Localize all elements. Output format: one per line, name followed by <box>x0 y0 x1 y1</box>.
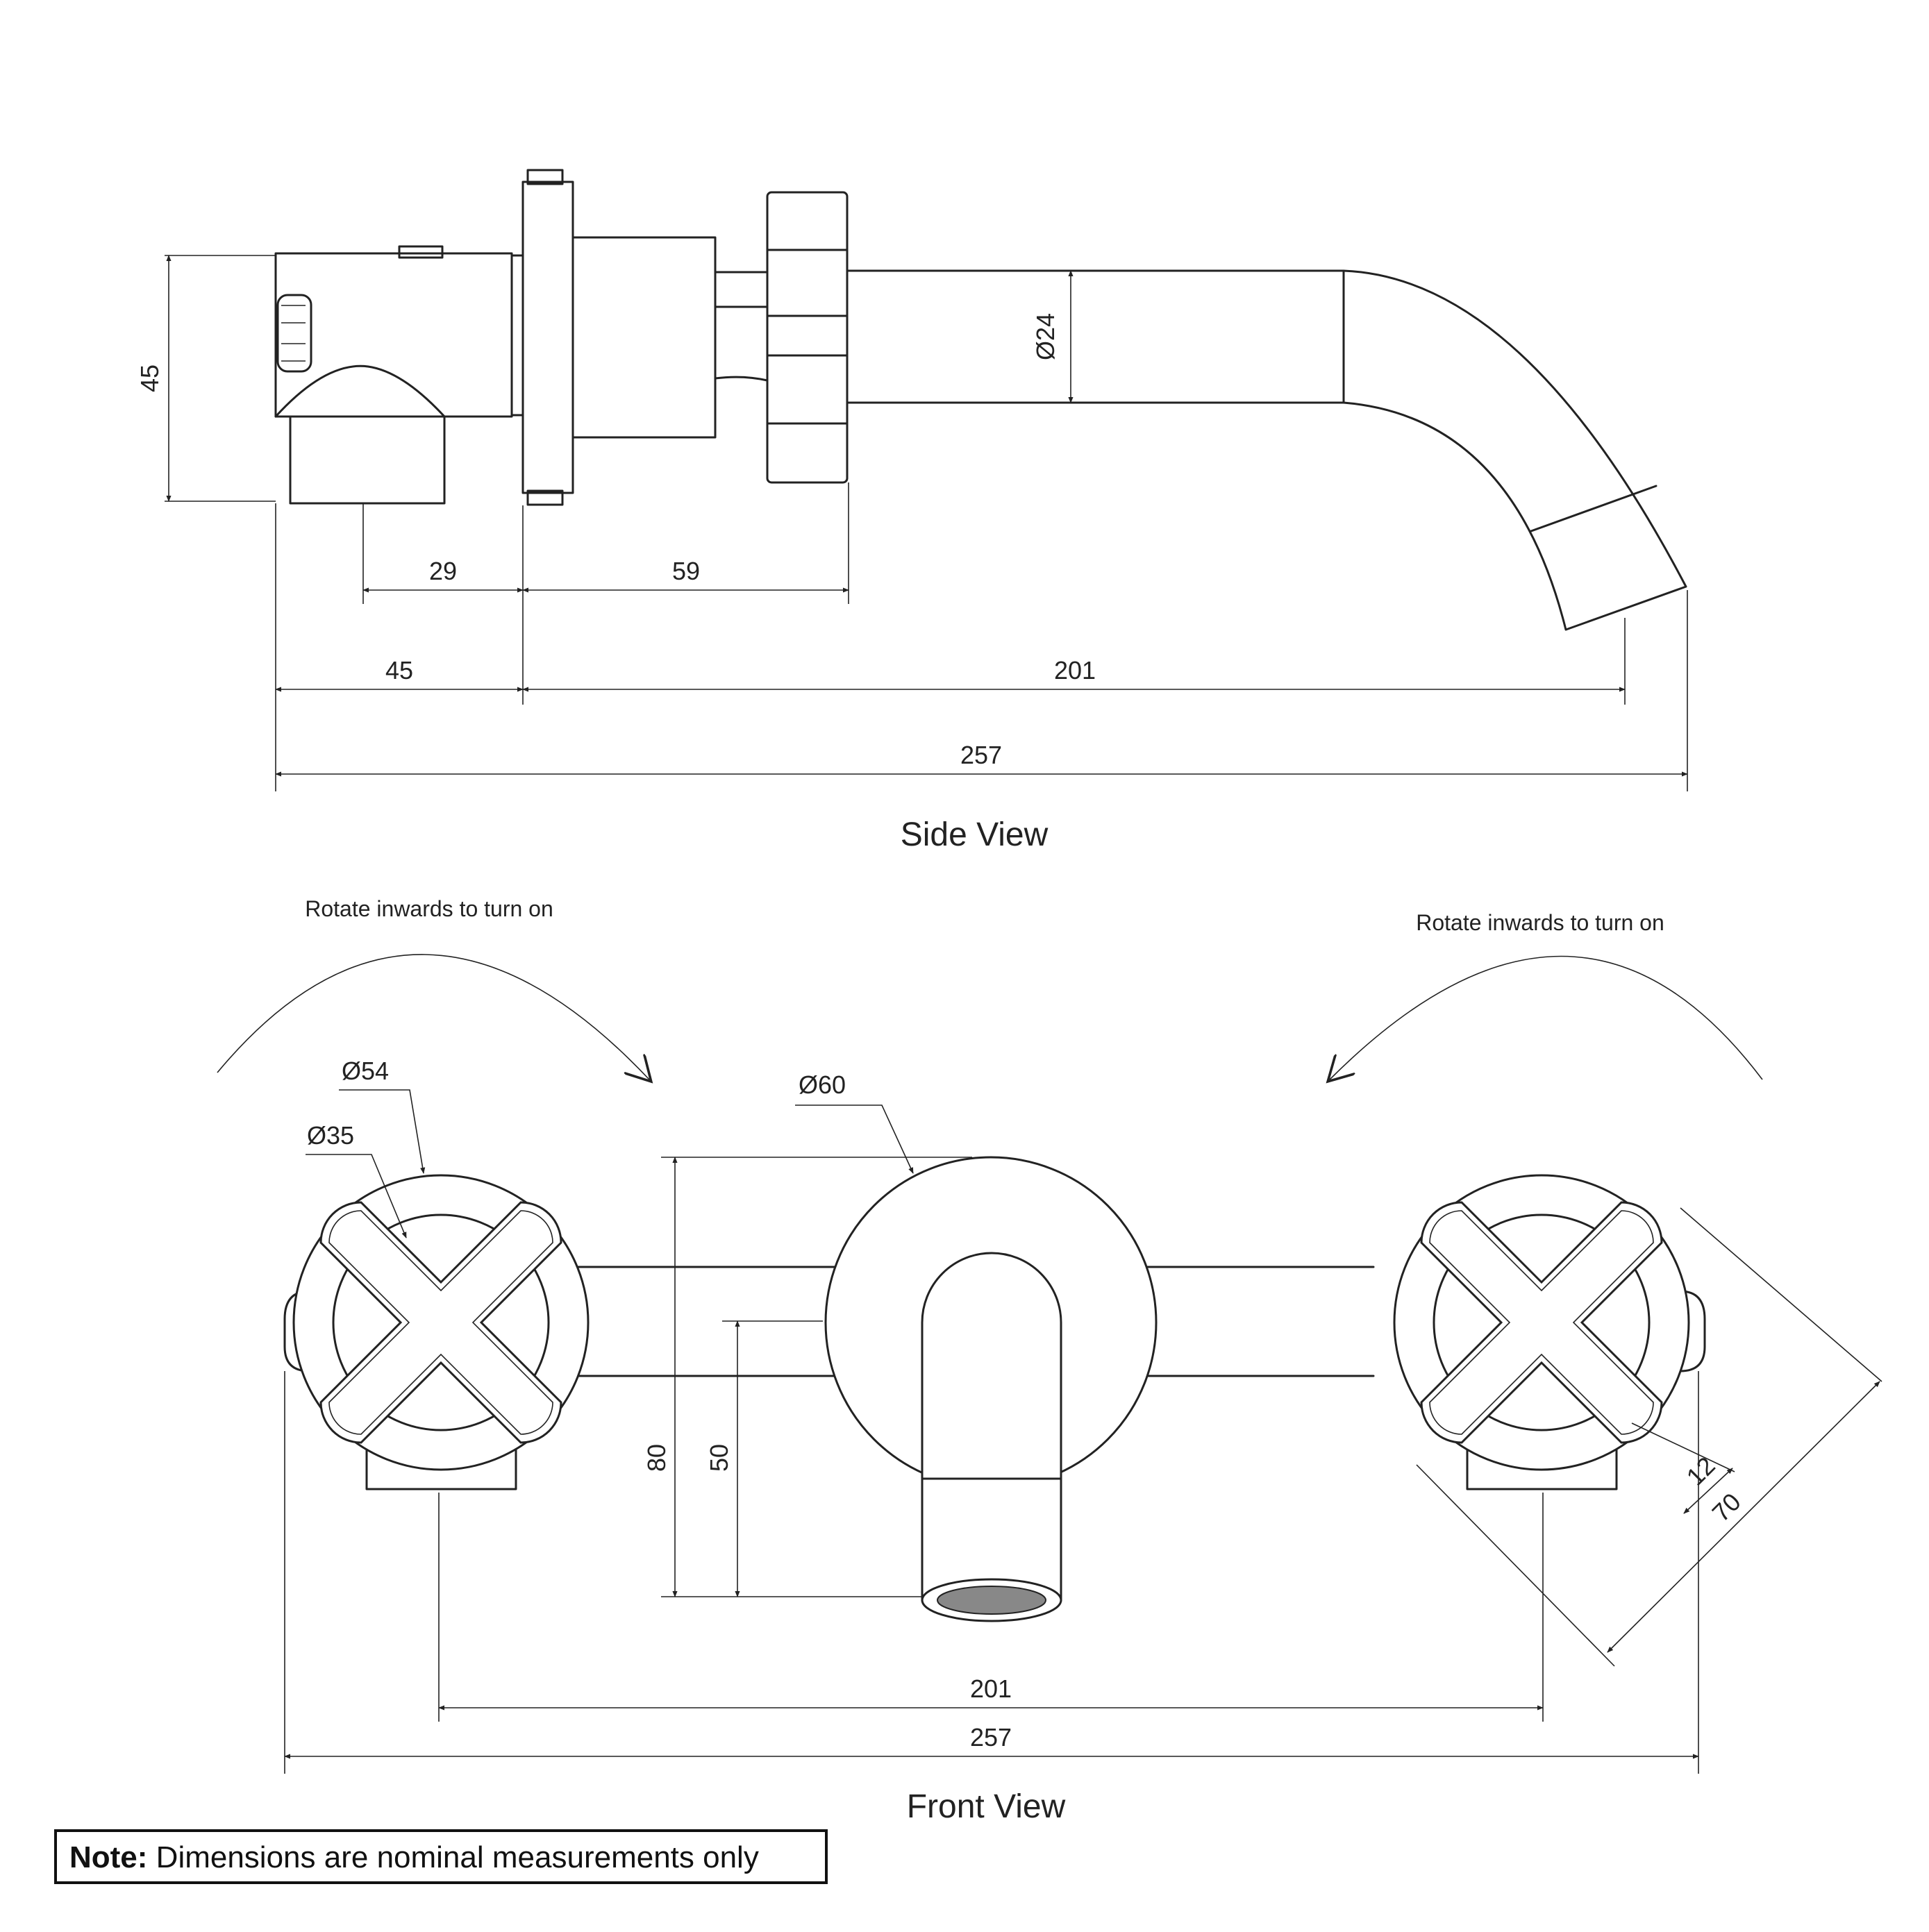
dim-side-height: 45 <box>135 364 164 392</box>
svg-text:Note: Dimensions are nominal m: Note: Dimensions are nominal measurement… <box>69 1840 759 1874</box>
dim-hub-dia: Ø35 <box>307 1121 354 1150</box>
side-view-title: Side View <box>901 816 1049 853</box>
dim-handle-dia: Ø54 <box>342 1057 389 1085</box>
note-text: Dimensions are nominal measurements only <box>147 1840 758 1874</box>
front-view: Rotate inwards to turn on Rotate inwards… <box>217 896 1882 1825</box>
body-lower <box>274 364 446 505</box>
body-tab <box>398 245 444 259</box>
wall-flange <box>521 180 574 494</box>
dim-plate-dia: Ø60 <box>799 1070 846 1099</box>
rotate-arrow-left <box>217 954 649 1080</box>
spout <box>846 269 1687 631</box>
spout-sleeve <box>571 236 717 439</box>
dim-arm-span: 70 <box>1707 1488 1746 1527</box>
aerator <box>937 1586 1046 1615</box>
dim-front-50: 50 <box>705 1444 733 1472</box>
side-button <box>276 294 312 373</box>
note-box: Note: Dimensions are nominal measurement… <box>54 1829 828 1884</box>
dim-side-total: 257 <box>960 741 1002 769</box>
front-view-title: Front View <box>907 1788 1066 1825</box>
handle-right <box>1393 1174 1690 1471</box>
rotate-hint-left: Rotate inwards to turn on <box>305 896 553 921</box>
dim-front-total: 257 <box>970 1723 1012 1752</box>
dim-centers: 201 <box>970 1674 1012 1703</box>
handle-left <box>292 1174 590 1471</box>
front-spout <box>921 1252 1062 1479</box>
dim-spout-diameter: Ø24 <box>1031 313 1060 360</box>
dim-wall: 45 <box>385 656 413 684</box>
dim-body: 29 <box>429 557 457 585</box>
dim-spacing: 59 <box>672 557 700 585</box>
spout-cap <box>766 191 849 484</box>
rotate-arrow-right <box>1330 955 1763 1080</box>
note-label: Note: <box>69 1840 147 1874</box>
rotate-hint-right: Rotate inwards to turn on <box>1416 910 1664 935</box>
dim-front-80: 80 <box>642 1444 671 1472</box>
dim-spout-reach: 201 <box>1054 656 1096 684</box>
side-view: 45 Ø24 29 59 45 201 257 Side View <box>135 169 1688 853</box>
